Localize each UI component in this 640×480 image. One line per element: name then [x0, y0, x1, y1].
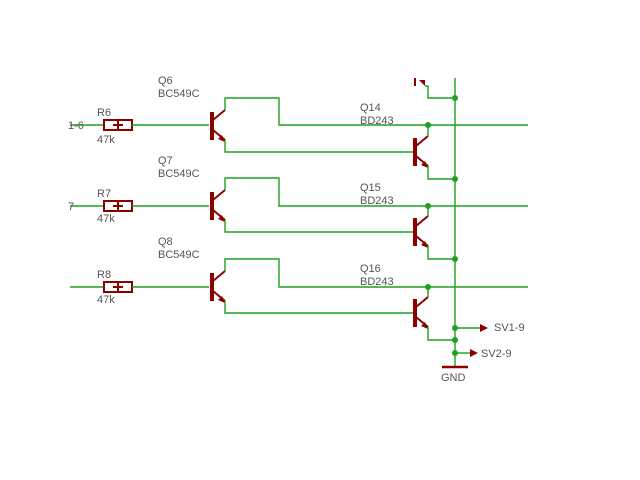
resistor-value-r7: 47k: [97, 213, 115, 225]
stage-3: [70, 258, 528, 341]
transistor-q14: [413, 135, 429, 168]
transistor-part-q6: BC549C: [158, 88, 200, 100]
input-label-2: 7: [68, 201, 74, 213]
resistor-ref-r6: R6: [97, 107, 111, 119]
transistor-ref-q15: Q15: [360, 182, 381, 194]
transistor-ref-q7: Q7: [158, 155, 173, 167]
ground-label: GND: [441, 372, 466, 384]
transistor-q7: [210, 189, 226, 222]
connector-label-sv1: SV1-9: [494, 322, 525, 334]
input-label-1: 1-6: [68, 120, 84, 132]
transistor-part-q7: BC549C: [158, 168, 200, 180]
resistor-ref-r8: R8: [97, 269, 111, 281]
transistor-ref-q14: Q14: [360, 102, 381, 114]
transistor-q8: [210, 270, 226, 303]
transistor-q6: [210, 109, 226, 142]
transistor-part-q14: BD243: [360, 115, 394, 127]
resistor-value-r8: 47k: [97, 294, 115, 306]
ground-bus: [414, 78, 488, 369]
transistor-part-q8: BC549C: [158, 249, 200, 261]
resistor-ref-r7: R7: [97, 188, 111, 200]
transistor-ref-q16: Q16: [360, 263, 381, 275]
transistor-part-q16: BD243: [360, 276, 394, 288]
resistor-value-r6: 47k: [97, 134, 115, 146]
connector-label-sv2: SV2-9: [481, 348, 512, 360]
transistor-part-q15: BD243: [360, 195, 394, 207]
transistor-ref-q6: Q6: [158, 75, 173, 87]
stage-2: [70, 177, 528, 262]
transistor-q16: [413, 296, 429, 329]
transistor-ref-q8: Q8: [158, 236, 173, 248]
transistor-q15: [413, 215, 429, 248]
stage-1: [70, 97, 528, 182]
